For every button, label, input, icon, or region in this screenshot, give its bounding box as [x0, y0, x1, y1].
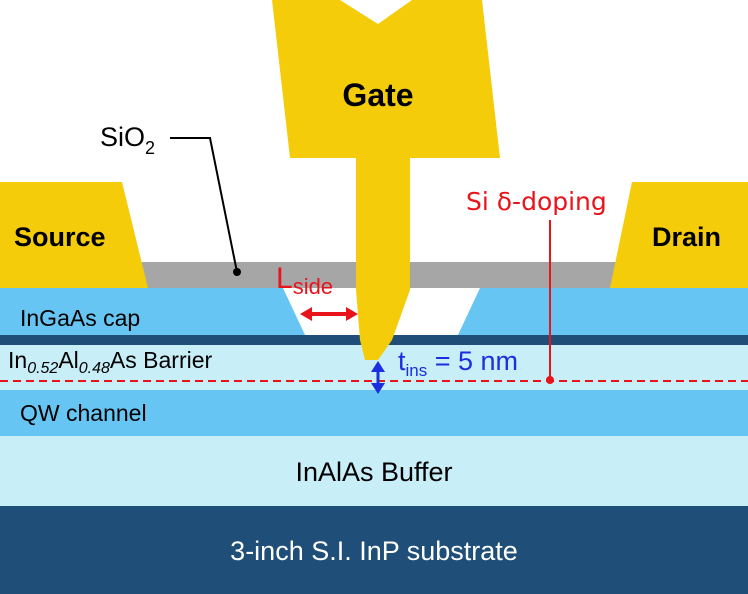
source-contact — [0, 182, 148, 288]
channel-layer — [0, 390, 748, 436]
sio2-label: SiO2 — [100, 122, 155, 158]
double-arrow-horizontal-icon — [300, 307, 358, 321]
sio2-leader-dot — [233, 268, 241, 276]
barrier-layer-label: In0.52Al0.48As Barrier — [8, 347, 213, 377]
drain-label: Drain — [652, 222, 721, 252]
cap-layer-label: InGaAs cap — [20, 305, 140, 331]
channel-layer-label: QW channel — [20, 400, 147, 426]
substrate-layer-label: 3-inch S.I. InP substrate — [230, 536, 518, 566]
t-ins-label: tins = 5 nm — [398, 346, 518, 380]
gate-electrode — [272, 0, 500, 360]
cap-layer-right — [458, 288, 748, 335]
si-doping-label: Si δ-doping — [466, 187, 607, 216]
double-arrow-vertical-icon — [371, 361, 385, 394]
buffer-layer-label: InAlAs Buffer — [295, 457, 452, 487]
l-side-label: Lside — [276, 262, 333, 299]
cap-layer-left — [0, 288, 305, 335]
substrate-layer — [0, 506, 748, 594]
source-label: Source — [14, 222, 106, 252]
gate-label: Gate — [342, 77, 413, 113]
buffer-layer — [0, 436, 748, 506]
sio2-leader-line — [170, 137, 238, 273]
drain-contact — [610, 182, 748, 288]
